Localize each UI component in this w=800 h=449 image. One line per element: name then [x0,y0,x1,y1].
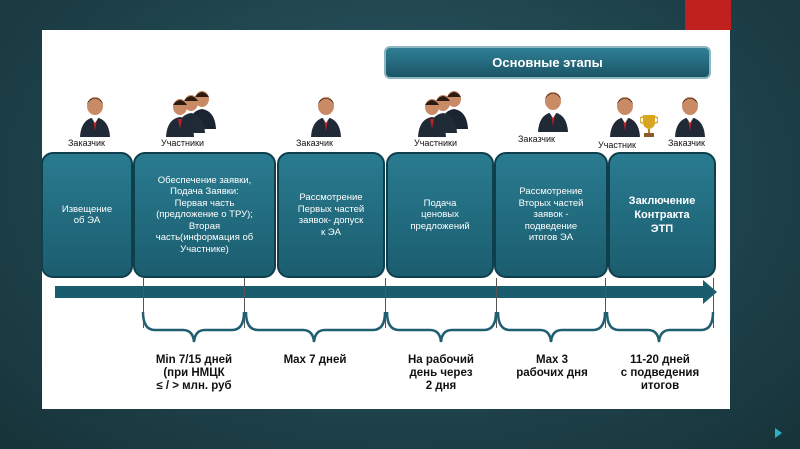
stage-line: Подача [423,197,457,209]
timeline-arrow [55,286,705,298]
role-label-participant: Участник [598,140,636,150]
trophy-icon [640,115,658,137]
duration-application: Min 7/15 дней (при НМЦК ≤ / > млн. руб [155,354,233,392]
participants-group-icon [166,91,216,137]
slide-nav-marker [775,428,782,438]
stage-line: ценовых [421,209,459,221]
stage-line: Заключение [628,195,696,207]
brace-1 [141,311,246,343]
stage-line: Контракта [634,209,690,221]
stage-line: Обеспечение заявки, [157,174,252,186]
participants-group-icon [418,91,468,137]
timeline-tick [605,278,606,328]
timeline-tick [713,278,714,328]
stage-line: ЭТП [650,223,674,235]
duration-first-review: Max 7 дней [283,354,347,366]
stage-first-parts-review: Рассмотрение Первых частей заявок- допус… [277,152,385,278]
customer-person-icon [675,97,705,137]
role-label-customer-3: Заказчик [518,134,555,144]
role-label-participants-2: Участники [414,138,457,148]
stage-line: предложений [410,220,470,232]
stage-line: Извещение [61,203,113,215]
stage-line: Рассмотрение [299,192,363,203]
brace-4 [496,311,607,343]
stage-line: Подача Заявки: [170,186,239,198]
stage-line: Первых частей [297,203,365,215]
duration-price-offers: На рабочий день через 2 дня [408,354,474,392]
brace-5 [605,311,715,343]
stage-line: заявок- допуск [298,215,364,226]
stage-line: Первая часть [174,197,235,209]
role-label-customer-4: Заказчик [668,138,705,148]
stage-second-parts-review: Рассмотрение Вторых частей заявок - подв… [494,152,608,278]
timeline-tick [496,278,497,328]
stage-contract: Заключение Контракта ЭТП [608,152,716,278]
timeline-tick [143,278,144,328]
stage-line: к ЭА [321,226,341,238]
duration-second-review: Max 3 рабочих дня [516,354,588,379]
brace-2 [244,311,387,343]
customer-person-icon [80,97,110,137]
stage-line: часть(информация об [155,232,254,244]
stage-line: итогов ЭА [528,232,574,244]
duration-contract: 11-20 дней с подведения итогов [620,354,700,392]
brace-3 [385,311,498,343]
role-label-customer-1: Заказчик [68,138,105,148]
main-stages-banner: Основные этапы [384,46,711,79]
role-label-participants-1: Участники [161,138,204,148]
timeline-tick [244,278,245,328]
stage-line: Вторых частей [518,197,584,209]
stage-application: Обеспечение заявки, Подача Заявки: Перва… [133,152,276,278]
stage-line: Участнике) [180,243,229,255]
timeline-tick [385,278,386,328]
stage-line: заявок - [533,209,569,221]
stage-line: об ЭА [73,215,101,226]
role-label-customer-2: Заказчик [296,138,333,148]
stage-line: (предложение о ТРУ); [156,209,253,221]
participant-person-icon [610,97,640,137]
stage-price-offers: Подача ценовых предложений [386,152,494,278]
stage-line: Рассмотрение [519,186,583,198]
customer-person-icon [311,97,341,137]
customer-person-icon [538,92,568,132]
red-accent-block [685,0,731,30]
stage-line: Вторая [188,220,221,232]
stage-line: подведение [524,220,578,232]
